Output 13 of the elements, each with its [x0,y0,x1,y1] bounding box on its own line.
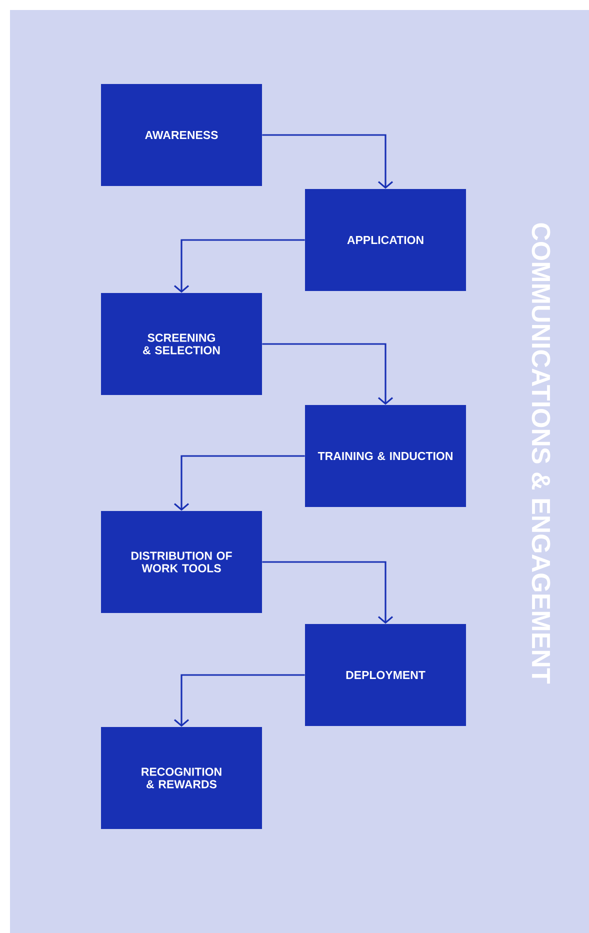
process-box: DISTRIBUTION OF WORK TOOLS [101,511,262,613]
process-box: APPLICATION [305,189,466,291]
arrow [262,561,394,624]
arrow [262,134,394,189]
arrow [174,674,305,727]
arrow [174,455,305,511]
process-box: TRAINING & INDUCTION [305,405,466,507]
arrow [262,343,394,405]
process-box: SCREENING & SELECTION [101,293,262,395]
process-box: DEPLOYMENT [305,624,466,726]
process-box: AWARENESS [101,84,262,186]
arrow [174,239,305,293]
process-box: RECOGNITION & REWARDS [101,727,262,829]
